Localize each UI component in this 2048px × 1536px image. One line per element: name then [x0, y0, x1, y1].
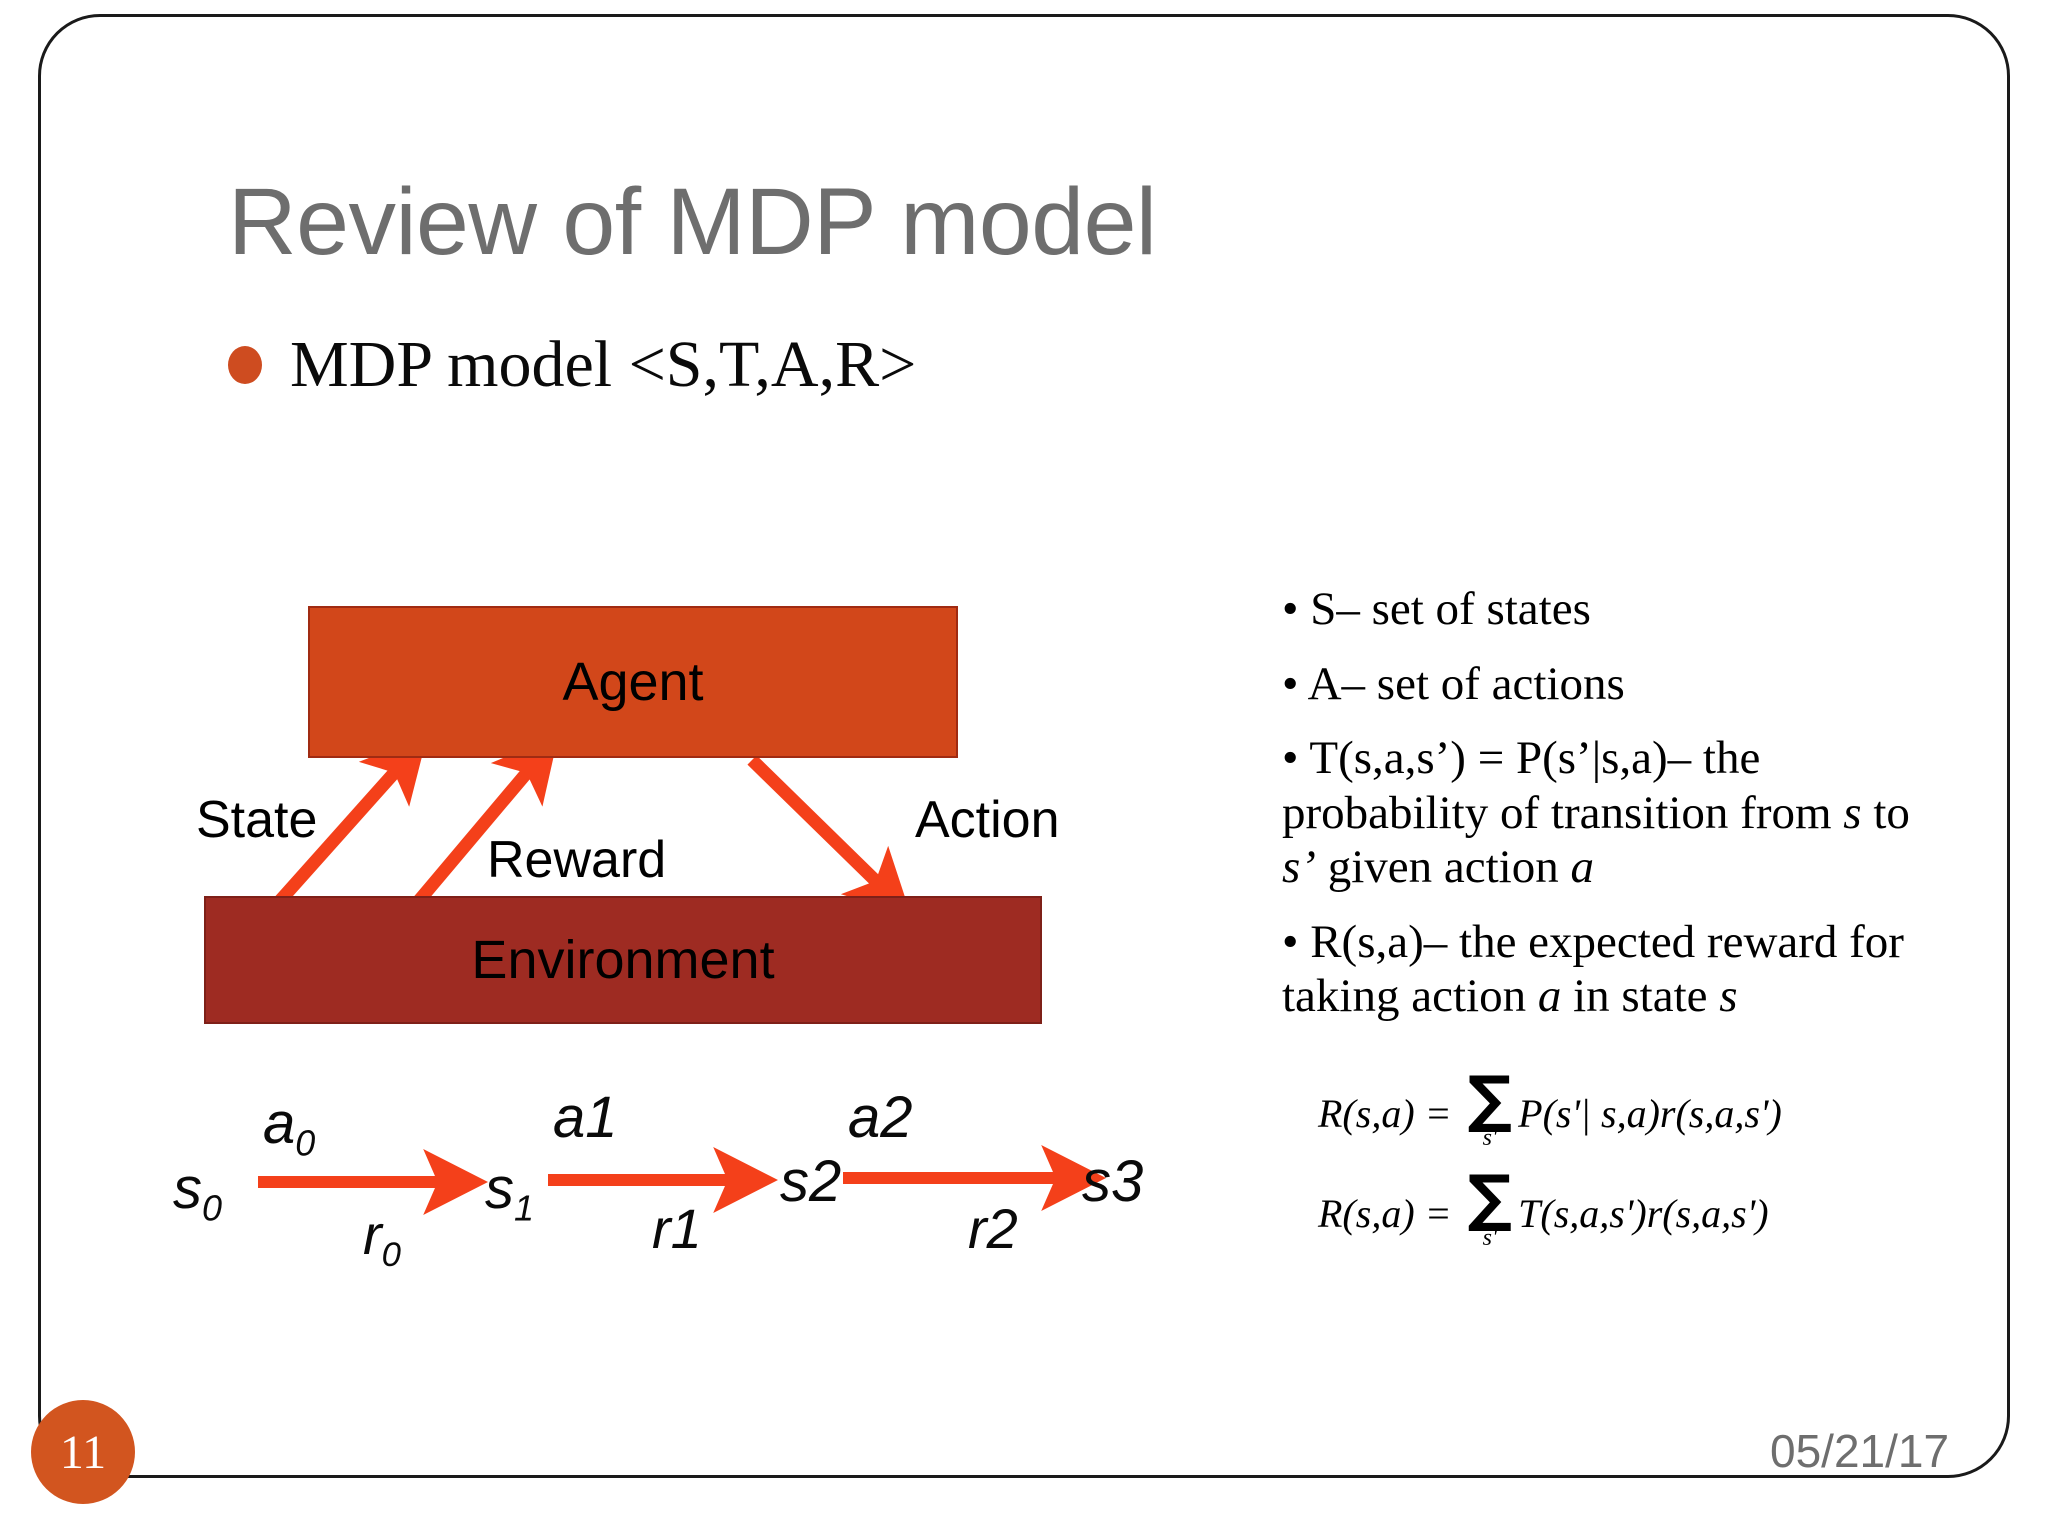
- sigma-icon: ∑: [1467, 1161, 1513, 1235]
- definition-reward-instate: in state: [1561, 970, 1720, 1023]
- environment-box: Environment: [204, 896, 1042, 1024]
- equation-2-summation: ∑ s': [1467, 1161, 1513, 1251]
- definition-transition-to: to: [1861, 786, 1910, 839]
- equation-2: R(s,a) = ∑ s' T(s,a,s')r(s,a,s'): [1318, 1161, 1958, 1251]
- main-bullet: MDP model <S,T,A,R>: [228, 330, 916, 399]
- definition-transition-text: • T(s,a,s’) = P(s’|s,a)– the probability…: [1282, 732, 1844, 839]
- chain-state-1: s1: [485, 1155, 534, 1230]
- chain-reward-2: r2: [968, 1197, 1018, 1260]
- chain-action-0: a0: [263, 1090, 315, 1165]
- diagram-arrows: [273, 735, 912, 916]
- chain-action-0-symbol: a: [263, 1091, 296, 1156]
- definition-transition-s: s: [1843, 786, 1862, 839]
- state-arrow: [273, 735, 428, 908]
- equation-1-lhs: R(s,a) =: [1318, 1091, 1452, 1137]
- definition-transition-a: a: [1570, 841, 1594, 894]
- chain-action-1: a1: [553, 1085, 618, 1150]
- chain-state-1-symbol: s: [485, 1156, 514, 1221]
- main-bullet-label: MDP model <S,T,A,R>: [290, 328, 917, 401]
- chain-reward-1: r1: [652, 1197, 702, 1260]
- equation-1-rhs: P(s'| s,a)r(s,a,s'): [1518, 1091, 1782, 1137]
- equation-1-summation: ∑ s': [1467, 1062, 1513, 1152]
- page-number-badge: 11: [31, 1400, 135, 1504]
- state-transition-chain: s0 s1 s2 s3 a0 a1 a2 r0 r1 r2: [173, 1085, 1144, 1275]
- chain-state-1-subscript: 1: [514, 1187, 534, 1229]
- environment-box-label: Environment: [471, 930, 775, 990]
- agent-box: Agent: [308, 606, 958, 758]
- action-arrow: [747, 755, 912, 916]
- bullet-dot-icon: [228, 346, 262, 384]
- chain-state-2: s2: [780, 1149, 842, 1214]
- definition-item-reward: • R(s,a)– the expected reward for taking…: [1282, 915, 1942, 1024]
- reward-arrow: [412, 735, 559, 908]
- sigma-icon: ∑: [1467, 1062, 1513, 1135]
- definition-transition-given: given action: [1315, 841, 1571, 894]
- chain-state-0-symbol: s: [173, 1156, 202, 1221]
- equation-2-lhs: R(s,a) =: [1318, 1190, 1452, 1236]
- equation-1-limit: s': [1482, 1125, 1498, 1152]
- definition-transition-sprime: s’: [1282, 841, 1316, 894]
- chain-state-0-subscript: 0: [202, 1187, 222, 1229]
- agent-box-label: Agent: [562, 652, 704, 712]
- state-label: State: [196, 791, 318, 849]
- chain-action-2: a2: [848, 1085, 913, 1150]
- reward-equations: R(s,a) = ∑ s' P(s'| s,a)r(s,a,s') R(s,a)…: [1318, 1062, 1958, 1274]
- chain-reward-0: r0: [363, 1202, 401, 1275]
- definition-item-transition: • T(s,a,s’) = P(s’|s,a)– the probability…: [1282, 731, 1942, 895]
- reward-label: Reward: [487, 831, 667, 889]
- definition-reward-text: • R(s,a)– the expected reward for taking…: [1282, 915, 1904, 1023]
- chain-arrows: [258, 1145, 1106, 1215]
- definition-reward-a: a: [1537, 970, 1562, 1023]
- slide-date: 05/21/17: [1770, 1425, 1950, 1477]
- chain-state-0: s0: [173, 1155, 222, 1230]
- definition-item-states: • S– set of states: [1282, 583, 1591, 635]
- chain-reward-0-subscript: 0: [381, 1236, 401, 1275]
- chain-action-0-subscript: 0: [295, 1122, 316, 1164]
- definition-item-actions: • A– set of actions: [1282, 657, 1625, 710]
- agent-environment-diagram: Agent Environment State Reward Action: [196, 606, 1060, 1024]
- equation-2-rhs: T(s,a,s')r(s,a,s'): [1518, 1190, 1769, 1236]
- page-title: Review of MDP model: [228, 169, 1157, 275]
- chain-state-3: s3: [1082, 1149, 1144, 1214]
- definitions-list: • S– set of states • A– set of actions •…: [1282, 582, 1942, 1044]
- equation-1: R(s,a) = ∑ s' P(s'| s,a)r(s,a,s'): [1318, 1062, 1958, 1152]
- definition-reward-s: s: [1719, 970, 1738, 1023]
- action-label: Action: [915, 791, 1060, 849]
- chain-reward-0-symbol: r: [363, 1203, 382, 1266]
- equation-2-limit: s': [1482, 1224, 1498, 1251]
